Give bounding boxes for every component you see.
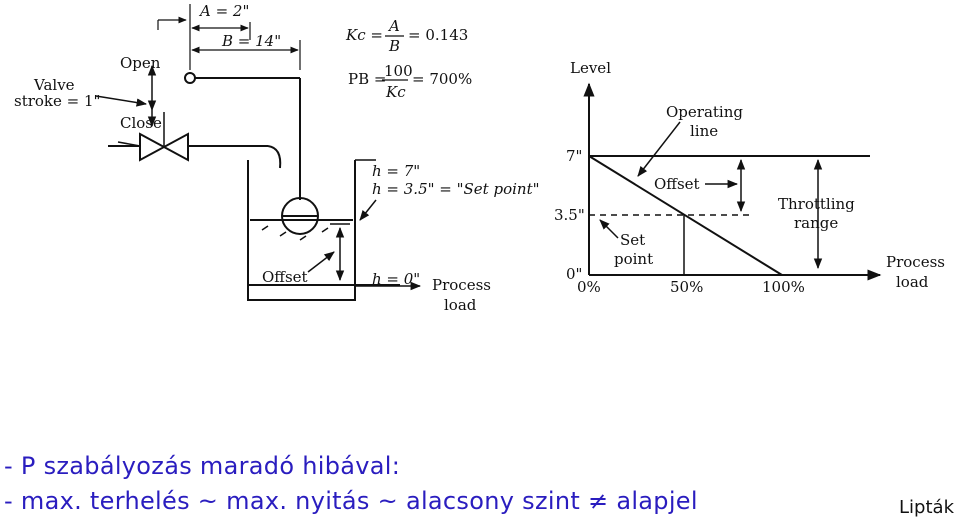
tank-vessel	[247, 160, 356, 301]
a-dimension-label: A = 2"	[198, 2, 249, 20]
tank-schematic	[95, 4, 422, 301]
tank-load-label: load	[444, 296, 477, 314]
tank-labels: A = 2" B = 14" Kc = A B = 0.143 PB = 100…	[14, 2, 540, 314]
b-dimension-label: B = 14"	[221, 32, 281, 50]
kc-value: = 0.143	[408, 26, 468, 44]
y-tick-35: 3.5"	[554, 206, 585, 224]
throttling-range-label-2: range	[794, 214, 838, 232]
y-tick-0: 0"	[566, 265, 582, 283]
caption-line-2: - max. terhelés ~ max. nyitás ~ alacsony…	[4, 487, 698, 515]
pb-denominator: Kc	[385, 83, 406, 101]
tank-process-label: Process	[432, 276, 491, 294]
pb-numerator: 100	[384, 62, 413, 80]
close-label: Close	[120, 114, 162, 132]
h0-label: h = 0"	[372, 270, 420, 288]
kc-label: Kc =	[345, 26, 383, 44]
x-tick-100: 100%	[762, 278, 805, 296]
set-point-label-2: point	[614, 250, 653, 268]
kc-numerator: A	[387, 17, 400, 35]
credit-label: Lipták	[899, 497, 954, 518]
graph-labels: Level 7" 3.5" 0" 0% 50% 100% Operating l…	[554, 59, 945, 296]
valve-stroke-label-2: stroke = 1"	[14, 92, 100, 110]
graph-process-label: Process	[886, 253, 945, 271]
operating-line-label-2: line	[690, 122, 718, 140]
pb-label: PB =	[348, 70, 386, 88]
open-label: Open	[120, 54, 161, 72]
graph-load-label: load	[896, 273, 929, 291]
kc-denominator: B	[388, 37, 400, 55]
throttling-range-label-1: Throttling	[778, 195, 855, 213]
h35-label: h = 3.5" = "Set point"	[372, 180, 540, 198]
pb-value: = 700%	[412, 70, 472, 88]
valve-stroke-label-1: Valve	[33, 76, 75, 94]
operating-line	[588, 155, 783, 276]
caption-line-1: - P szabályozás maradó hibával:	[4, 452, 401, 480]
tank-offset-label: Offset	[262, 268, 308, 286]
graph-offset-label: Offset	[654, 175, 700, 193]
level-axis-label: Level	[570, 59, 611, 77]
control-valve	[139, 132, 189, 162]
set-point-label-1: Set	[620, 231, 645, 249]
y-tick-7: 7"	[566, 147, 582, 165]
level-graph	[583, 82, 882, 281]
x-tick-50: 50%	[670, 278, 703, 296]
h7-label: h = 7"	[372, 162, 420, 180]
operating-line-label-1: Operating	[666, 103, 743, 121]
x-tick-0: 0%	[577, 278, 601, 296]
